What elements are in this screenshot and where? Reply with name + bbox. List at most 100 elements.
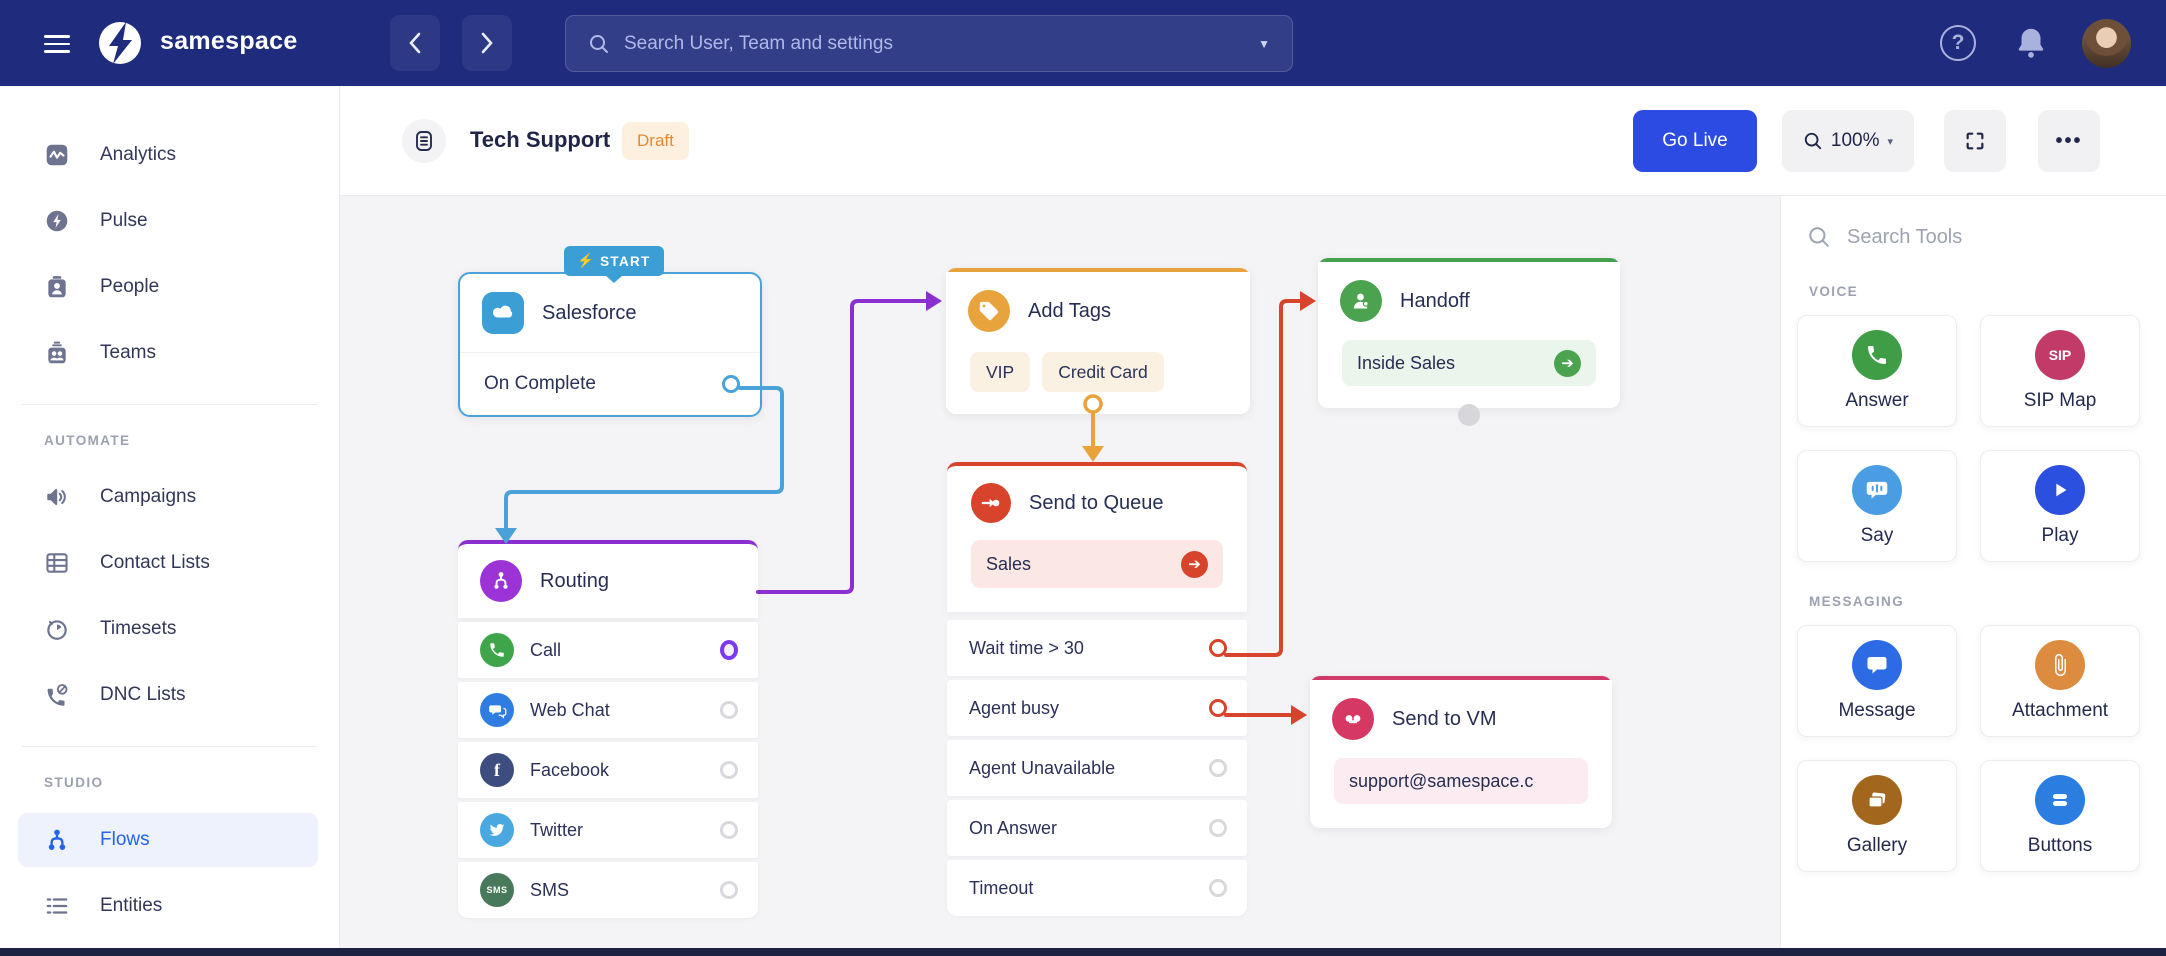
search-icon bbox=[1809, 227, 1829, 247]
tool-answer[interactable]: Answer bbox=[1797, 315, 1957, 427]
routing-icon bbox=[480, 560, 522, 602]
sidebar-item-pulse[interactable]: Pulse bbox=[0, 188, 339, 254]
help-button[interactable]: ? bbox=[1940, 25, 1976, 61]
sidebar-item-entities[interactable]: Entities bbox=[0, 873, 339, 939]
channel-port[interactable] bbox=[720, 821, 738, 839]
sidebar-item-contact-lists[interactable]: Contact Lists bbox=[0, 530, 339, 596]
tool-message[interactable]: Message bbox=[1797, 625, 1957, 737]
node-title: Send to Queue bbox=[1029, 491, 1164, 514]
output-port[interactable] bbox=[1209, 879, 1227, 897]
sms-icon: SMS bbox=[480, 873, 514, 907]
search-scope-dropdown-icon[interactable]: ▼ bbox=[1258, 36, 1270, 51]
forward-button[interactable] bbox=[462, 15, 512, 71]
output-port-connected[interactable] bbox=[1209, 699, 1227, 717]
status-badge: Draft bbox=[622, 122, 689, 160]
queue-target-sales[interactable]: Sales ➔ bbox=[971, 540, 1223, 588]
more-options-button[interactable]: ••• bbox=[2038, 110, 2100, 172]
sidebar-divider bbox=[22, 746, 317, 747]
tool-play[interactable]: Play bbox=[1980, 450, 2140, 562]
samespace-logo-icon[interactable] bbox=[96, 19, 144, 67]
window-bottom-edge bbox=[0, 948, 2166, 956]
arrow-right-icon[interactable]: ➔ bbox=[1181, 550, 1208, 578]
call-icon bbox=[480, 633, 514, 667]
tool-attachment[interactable]: Attachment bbox=[1980, 625, 2140, 737]
output-port[interactable] bbox=[1209, 759, 1227, 777]
teams-badge-icon bbox=[44, 340, 70, 366]
output-on-answer[interactable]: On Answer bbox=[947, 800, 1247, 856]
gallery-icon bbox=[1852, 775, 1902, 825]
megaphone-icon bbox=[44, 484, 70, 510]
tool-say[interactable]: Say bbox=[1797, 450, 1957, 562]
flows-icon bbox=[44, 827, 70, 853]
node-send-to-queue[interactable]: Send to Queue Sales ➔ Wait time > 30 Age… bbox=[947, 462, 1247, 916]
channel-port[interactable] bbox=[720, 701, 738, 719]
back-button[interactable] bbox=[390, 15, 440, 71]
tool-sip-map[interactable]: SIP SIP Map bbox=[1980, 315, 2140, 427]
node-title: Salesforce bbox=[542, 301, 637, 324]
node-add-tags[interactable]: Add Tags VIP Credit Card bbox=[946, 268, 1250, 414]
handoff-target-inside-sales[interactable]: Inside Sales ➔ bbox=[1342, 340, 1596, 386]
phone-slash-icon bbox=[44, 682, 70, 708]
output-on-complete[interactable]: On Complete bbox=[460, 353, 760, 415]
global-search-input[interactable] bbox=[624, 32, 1259, 55]
node-handoff[interactable]: Handoff Inside Sales ➔ bbox=[1318, 258, 1620, 408]
output-timeout[interactable]: Timeout bbox=[947, 860, 1247, 916]
salesforce-cloud-icon bbox=[482, 292, 524, 334]
output-wait-time[interactable]: Wait time > 30 bbox=[947, 620, 1247, 676]
output-port-connected[interactable] bbox=[1209, 639, 1227, 657]
zoom-control[interactable]: 100% ▾ bbox=[1782, 110, 1914, 172]
brand-name: samespace bbox=[160, 27, 298, 55]
node-title: Routing bbox=[540, 569, 609, 592]
handoff-bottom-port[interactable] bbox=[1458, 404, 1480, 426]
node-title: Send to VM bbox=[1392, 707, 1497, 730]
flow-canvas[interactable]: ⚡ START Salesforce On Complete Routi bbox=[340, 196, 1780, 948]
global-search-bar[interactable]: ▼ bbox=[565, 15, 1293, 72]
output-agent-busy[interactable]: Agent busy bbox=[947, 680, 1247, 736]
fullscreen-button[interactable] bbox=[1944, 110, 2006, 172]
tag-credit-card[interactable]: Credit Card bbox=[1042, 352, 1164, 392]
channel-port-active[interactable] bbox=[720, 640, 738, 660]
go-live-button[interactable]: Go Live bbox=[1633, 110, 1757, 172]
people-badge-icon bbox=[44, 274, 70, 300]
sidebar-item-teams[interactable]: Teams bbox=[0, 320, 339, 386]
channel-row-twitter[interactable]: Twitter bbox=[458, 802, 758, 858]
top-navbar: samespace ▼ ? bbox=[0, 0, 2166, 86]
output-port[interactable] bbox=[722, 375, 740, 393]
output-port[interactable] bbox=[1209, 819, 1227, 837]
node-send-to-vm[interactable]: Send to VM support@samespace.c bbox=[1310, 676, 1612, 828]
tool-gallery[interactable]: Gallery bbox=[1797, 760, 1957, 872]
tools-section-voice: VOICE bbox=[1809, 284, 1859, 299]
sidebar-item-dnc-lists[interactable]: DNC Lists bbox=[0, 662, 339, 728]
node-title: Handoff bbox=[1400, 289, 1470, 312]
table-icon bbox=[44, 550, 70, 576]
channel-port[interactable] bbox=[720, 761, 738, 779]
voicemail-icon bbox=[1332, 698, 1374, 740]
channel-port[interactable] bbox=[720, 881, 738, 899]
web-chat-icon bbox=[480, 693, 514, 727]
tools-search-input[interactable] bbox=[1847, 225, 2127, 249]
sidebar-item-flows[interactable]: Flows bbox=[18, 813, 318, 867]
channel-row-web-chat[interactable]: Web Chat bbox=[458, 682, 758, 738]
output-agent-unavailable[interactable]: Agent Unavailable bbox=[947, 740, 1247, 796]
tool-buttons[interactable]: Buttons bbox=[1980, 760, 2140, 872]
sidebar-item-people[interactable]: People bbox=[0, 254, 339, 320]
sidebar-item-timesets[interactable]: Timesets bbox=[0, 596, 339, 662]
node-salesforce[interactable]: ⚡ START Salesforce On Complete bbox=[458, 246, 762, 417]
tools-search-bar[interactable] bbox=[1807, 216, 2166, 258]
arrow-right-icon[interactable]: ➔ bbox=[1554, 349, 1581, 377]
paperclip-icon bbox=[2035, 640, 2085, 690]
tag-vip[interactable]: VIP bbox=[970, 352, 1031, 392]
sidebar-item-analytics[interactable]: Analytics bbox=[0, 122, 339, 188]
notifications-bell-icon[interactable] bbox=[2012, 24, 2050, 62]
user-avatar[interactable] bbox=[2082, 19, 2131, 68]
hamburger-menu-icon[interactable] bbox=[44, 30, 70, 56]
channel-row-call[interactable]: Call bbox=[458, 622, 758, 678]
sip-icon: SIP bbox=[2035, 330, 2085, 380]
vm-mailbox[interactable]: support@samespace.c bbox=[1334, 758, 1588, 804]
sidebar-item-campaigns[interactable]: Campaigns bbox=[0, 464, 339, 530]
flow-list-icon[interactable] bbox=[402, 119, 446, 163]
